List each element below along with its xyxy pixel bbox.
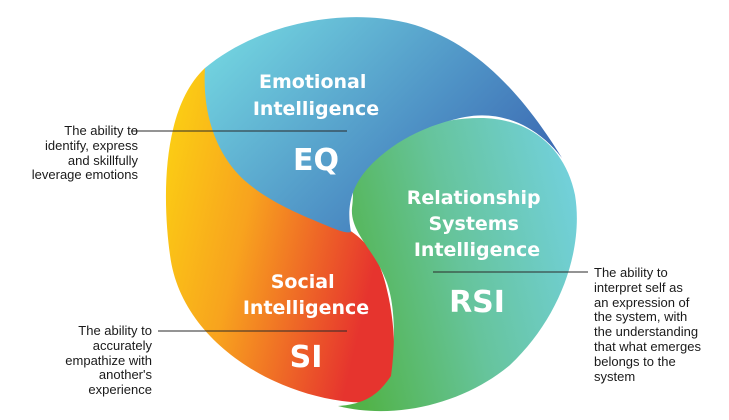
rsi-abbr: RSI — [449, 285, 505, 320]
rsi-description: The ability to interpret self as an expr… — [594, 265, 701, 384]
eq-abbr: EQ — [293, 143, 339, 178]
rsi-segment — [338, 118, 577, 412]
eq-description: The ability to identify, express and ski… — [31, 123, 138, 183]
si-abbr: SI — [290, 340, 323, 375]
eq-segment — [204, 17, 562, 233]
si-description: The ability to accurately empathize with… — [65, 323, 152, 398]
si-title: Social Intelligence — [243, 271, 369, 319]
rsi-title: Relationship Systems Intelligence — [407, 187, 548, 261]
eq-title: Emotional Intelligence — [253, 71, 379, 120]
